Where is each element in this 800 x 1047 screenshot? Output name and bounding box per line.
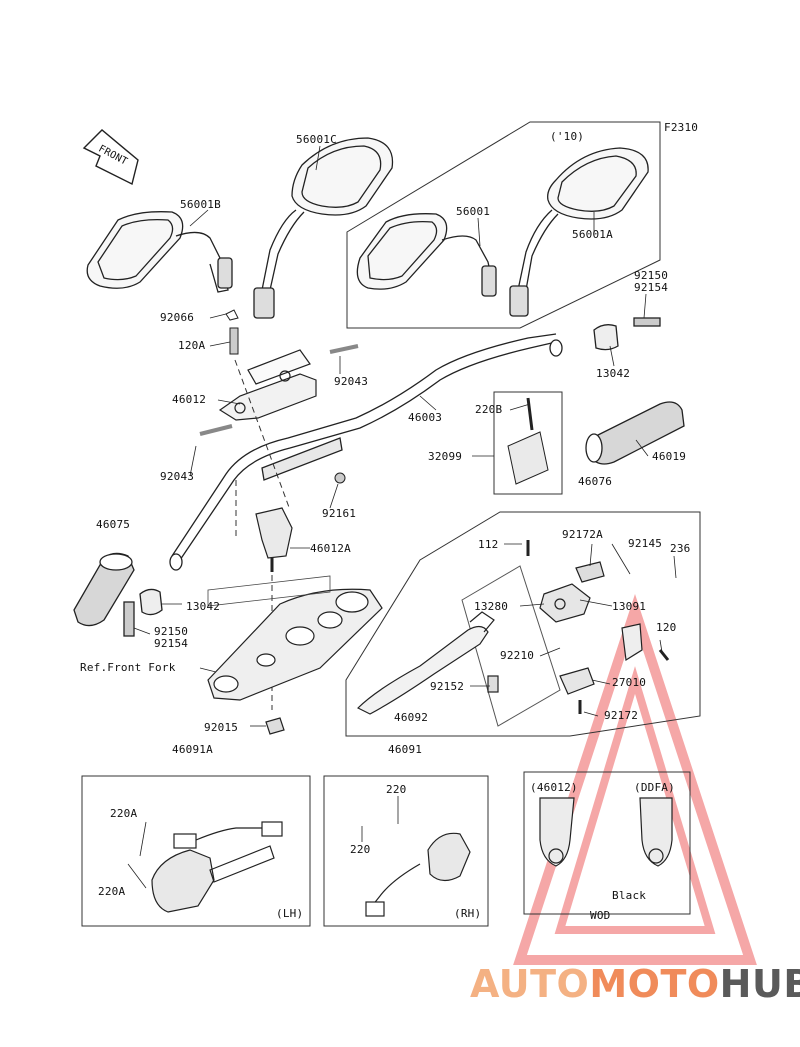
label-92172A: 92172A <box>562 528 603 541</box>
label-27010: 27010 <box>612 676 647 689</box>
label-92043-lower: 92043 <box>160 470 195 483</box>
label-56001A: 56001A <box>572 228 613 241</box>
rh-label: (RH) <box>454 907 482 920</box>
mirror-56001B <box>86 211 233 293</box>
label-220A-lower: 220A <box>98 885 126 898</box>
label-220B: 220B <box>475 403 503 416</box>
label-92172: 92172 <box>604 709 639 722</box>
label-92043-upper: 92043 <box>334 375 369 388</box>
watermark-part1: AUTO <box>470 962 590 1006</box>
label-236: 236 <box>670 542 691 555</box>
watermark-logo: AUTOMOTOHUB <box>470 962 800 1006</box>
label-92154-lower: 92154 <box>154 637 189 650</box>
black-label: Black <box>612 889 647 902</box>
triple-clamp <box>207 588 383 735</box>
watermark-part3: HUB <box>719 962 800 1006</box>
label-220-upper: 220 <box>386 783 407 796</box>
lh-label: (LH) <box>276 907 304 920</box>
brake-lever-46092 <box>356 611 495 715</box>
label-46092: 46092 <box>394 711 429 724</box>
label-13091: 13091 <box>612 600 647 613</box>
label-220-lower: 220 <box>350 843 371 856</box>
label-112: 112 <box>478 538 499 551</box>
mirror-56001C <box>253 137 394 319</box>
inset-box <box>523 771 691 915</box>
label-46003: 46003 <box>408 411 443 424</box>
rh-switch-box <box>323 775 489 927</box>
weight-box-32099 <box>493 391 563 495</box>
label-32099: 32099 <box>428 450 463 463</box>
label-13280: 13280 <box>474 600 509 613</box>
label-46012A: 46012A <box>310 542 351 555</box>
label-92161: 92161 <box>322 507 357 520</box>
label-92150-upper: 92150 <box>634 269 669 282</box>
ref-front-fork-label: Ref.Front Fork <box>80 661 176 674</box>
label-56001C: 56001C <box>296 133 337 146</box>
label-92145: 92145 <box>628 537 663 550</box>
label-46075: 46075 <box>96 518 131 531</box>
label-120: 120 <box>656 621 677 634</box>
label-92154-upper: 92154 <box>634 281 669 294</box>
switch-46091A <box>151 821 283 913</box>
inset-right-title: (DDFA) <box>634 781 675 794</box>
label-46076: 46076 <box>578 475 613 488</box>
label-13042-upper: 13042 <box>596 367 631 380</box>
mirror-56001 <box>356 213 497 297</box>
watermark-part2: MOTO <box>589 962 720 1006</box>
label-220A-upper: 220A <box>110 807 138 820</box>
label-120A: 120A <box>178 339 206 352</box>
grip-46075 <box>73 552 163 637</box>
label-92015: 92015 <box>204 721 239 734</box>
label-92150-lower: 92150 <box>154 625 189 638</box>
label-46019: 46019 <box>652 450 687 463</box>
lever-assembly-box <box>345 511 701 737</box>
mirror-variant-box <box>346 121 661 329</box>
lh-switch-box <box>81 775 311 927</box>
grip-46019 <box>585 317 685 465</box>
year-note: ('10) <box>550 130 585 143</box>
master-cylinder <box>487 540 670 714</box>
front-arrow-icon <box>82 129 139 186</box>
label-56001B: 56001B <box>180 198 221 211</box>
label-46091: 46091 <box>388 743 423 756</box>
wod-label: WOD <box>590 909 611 922</box>
inset-holders <box>539 797 673 867</box>
holder-46012A <box>255 507 293 572</box>
inset-left-title: (46012) <box>530 781 578 794</box>
label-13042-lower: 13042 <box>186 600 221 613</box>
label-46091A: 46091A <box>172 743 213 756</box>
label-92152: 92152 <box>430 680 465 693</box>
label-46012: 46012 <box>172 393 207 406</box>
mirror-56001A <box>509 147 649 317</box>
holder-46012 <box>199 344 359 436</box>
handlebar-46003 <box>169 333 563 571</box>
label-56001: 56001 <box>456 205 491 218</box>
label-92066: 92066 <box>160 311 195 324</box>
switch-46091 <box>365 832 471 917</box>
figure-code: F2310 <box>664 121 699 134</box>
label-92210: 92210 <box>500 649 535 662</box>
